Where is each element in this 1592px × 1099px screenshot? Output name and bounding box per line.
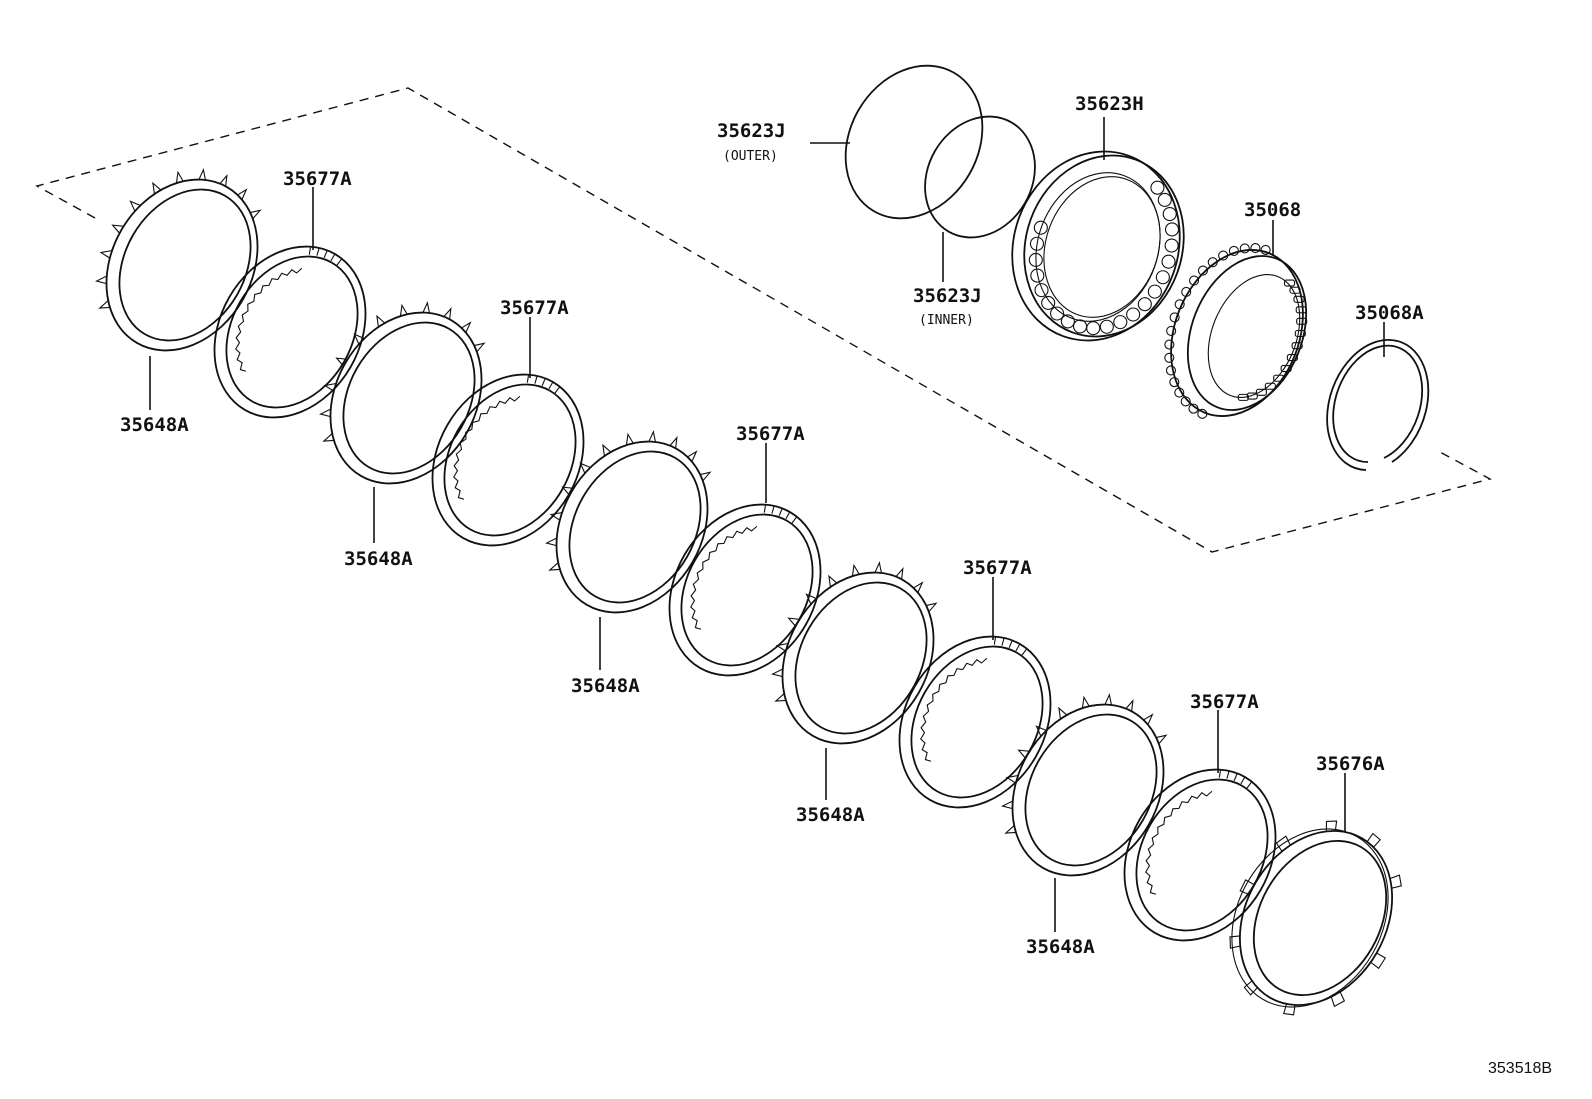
label-35068a: 35068A: [1355, 302, 1424, 324]
label-35677a-4: 35677A: [963, 557, 1032, 579]
label-group-35648a: 35648A 35648A 35648A 35648A 35648A: [120, 356, 1095, 958]
friction-plate-5[interactable]: [1094, 742, 1305, 968]
label-group-35677a: 35677A 35677A 35677A 35677A 35677A: [283, 168, 1259, 773]
friction-plate-3[interactable]: [639, 477, 850, 703]
label-35623j-inner: 35623J: [913, 285, 982, 307]
steel-plate-5[interactable]: [982, 677, 1193, 903]
label-35677a-5: 35677A: [1190, 691, 1259, 713]
label-35677a-1: 35677A: [283, 168, 352, 190]
label-35623h: 35623H: [1075, 93, 1144, 115]
part-35068a[interactable]: 35068A: [1326, 302, 1430, 471]
part-35623j-outer[interactable]: 35623J (OUTER): [717, 41, 1009, 244]
part-35068[interactable]: 35068: [1147, 199, 1328, 436]
label-35648a-5: 35648A: [1026, 936, 1095, 958]
label-35068: 35068: [1244, 199, 1301, 221]
friction-plate-2[interactable]: [402, 347, 613, 573]
assembly-boundary: [35, 87, 1492, 553]
drawing-reference: 353518B: [1488, 1060, 1552, 1077]
steel-plate-1[interactable]: [76, 152, 287, 378]
label-35677a-3: 35677A: [736, 423, 805, 445]
label-35677a-2: 35677A: [500, 297, 569, 319]
label-35648a-2: 35648A: [344, 548, 413, 570]
friction-plate-4[interactable]: [869, 609, 1080, 835]
part-35623h[interactable]: 35623H: [986, 93, 1209, 364]
label-35648a-1: 35648A: [120, 414, 189, 436]
friction-plate-1[interactable]: [184, 219, 395, 445]
steel-plate-4[interactable]: [752, 545, 963, 771]
part-35676a[interactable]: 35676A: [1201, 753, 1423, 1035]
label-35648a-4: 35648A: [796, 804, 865, 826]
note-outer: (OUTER): [723, 149, 778, 164]
note-inner: (INNER): [919, 313, 974, 328]
label-35676a: 35676A: [1316, 753, 1385, 775]
steel-plate-2[interactable]: [300, 285, 511, 511]
label-35623j-outer: 35623J: [717, 120, 786, 142]
label-35648a-3: 35648A: [571, 675, 640, 697]
steel-plate-3[interactable]: [526, 414, 737, 640]
